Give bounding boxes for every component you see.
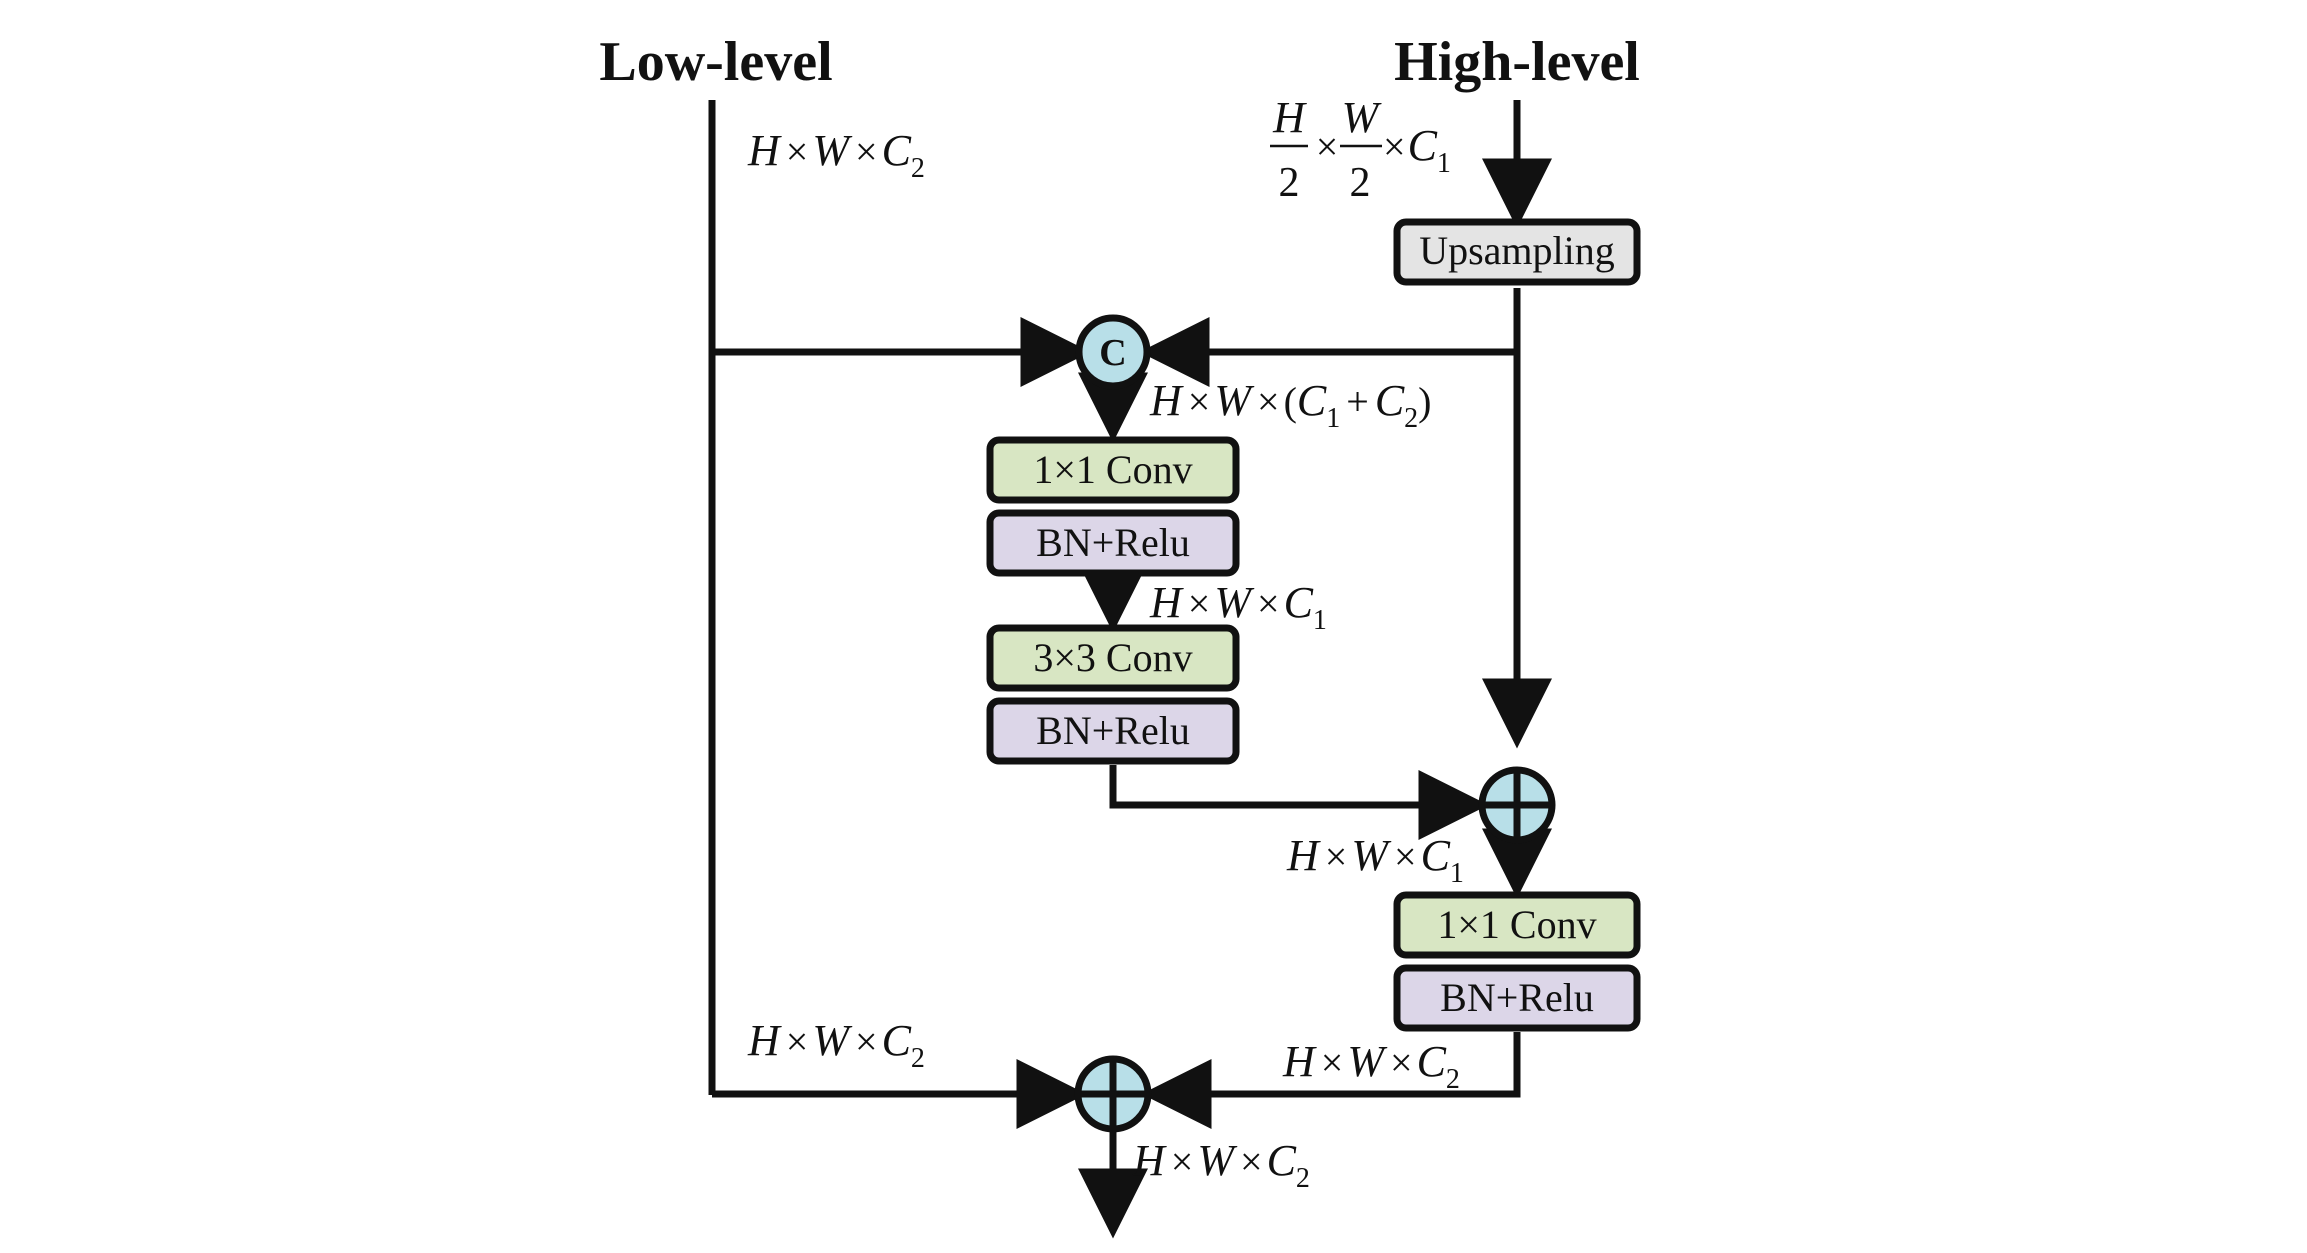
svg-text:W: W bbox=[1342, 93, 1382, 142]
dim-right-bottom: H×W×C2 bbox=[1282, 1037, 1460, 1095]
bn-to-final-sum-arrow bbox=[1141, 1032, 1521, 1129]
bn-relu-box-c bbox=[1393, 964, 1641, 1032]
dim-low-bottom: H×W×C2 bbox=[747, 1016, 925, 1074]
bn-relu-box-b bbox=[986, 697, 1240, 765]
bn-relu-label-c: BN+Relu bbox=[1440, 975, 1594, 1020]
svg-text:×: × bbox=[1316, 124, 1339, 169]
upsampling-box bbox=[1393, 218, 1641, 286]
high-level-heading: High-level bbox=[1394, 31, 1640, 93]
bn-relu-box-a bbox=[986, 509, 1240, 577]
dim-low-input: H×W×C2 bbox=[747, 126, 925, 184]
upsampling-label: Upsampling bbox=[1419, 228, 1615, 273]
plus-icon bbox=[1078, 1059, 1148, 1129]
conv1x1-box-a bbox=[986, 436, 1240, 504]
conv1x1-label-a: 1×1 Conv bbox=[1033, 447, 1192, 492]
dim-sum-output: H×W×C1 bbox=[1286, 831, 1464, 889]
conv3x3-label: 3×3 Conv bbox=[1033, 635, 1192, 680]
concat-node-label: C bbox=[1099, 332, 1126, 374]
dim-conv1-output: H×W×C1 bbox=[1149, 578, 1327, 636]
dim-concat-output: H×W×(C1+C2) bbox=[1149, 376, 1432, 434]
blocks bbox=[986, 218, 1641, 1032]
bn-relu-label-a: BN+Relu bbox=[1036, 520, 1190, 565]
connector-lines bbox=[708, 100, 1552, 1239]
conv3x3-box bbox=[986, 624, 1240, 692]
plus-icon bbox=[1482, 770, 1552, 840]
dim-high-input: H 2 × W 2 ×C1 bbox=[1270, 93, 1451, 206]
svg-text:2: 2 bbox=[1350, 160, 1371, 206]
dim-final-output: H×W×C2 bbox=[1132, 1136, 1310, 1194]
conv1x1-label-b: 1×1 Conv bbox=[1437, 902, 1596, 947]
sum-node-middle bbox=[1478, 766, 1556, 844]
conv1x1-box-b bbox=[1393, 891, 1641, 959]
bn-to-sum-arrow bbox=[1109, 765, 1489, 840]
low-level-heading: Low-level bbox=[599, 31, 832, 93]
svg-text:H: H bbox=[1272, 93, 1307, 142]
bn-relu-label-b: BN+Relu bbox=[1036, 708, 1190, 753]
svg-text:2: 2 bbox=[1279, 160, 1300, 206]
concat-node: C bbox=[1075, 314, 1151, 390]
svg-text:×C1: ×C1 bbox=[1383, 121, 1451, 179]
sum-node-final bbox=[1074, 1055, 1152, 1133]
